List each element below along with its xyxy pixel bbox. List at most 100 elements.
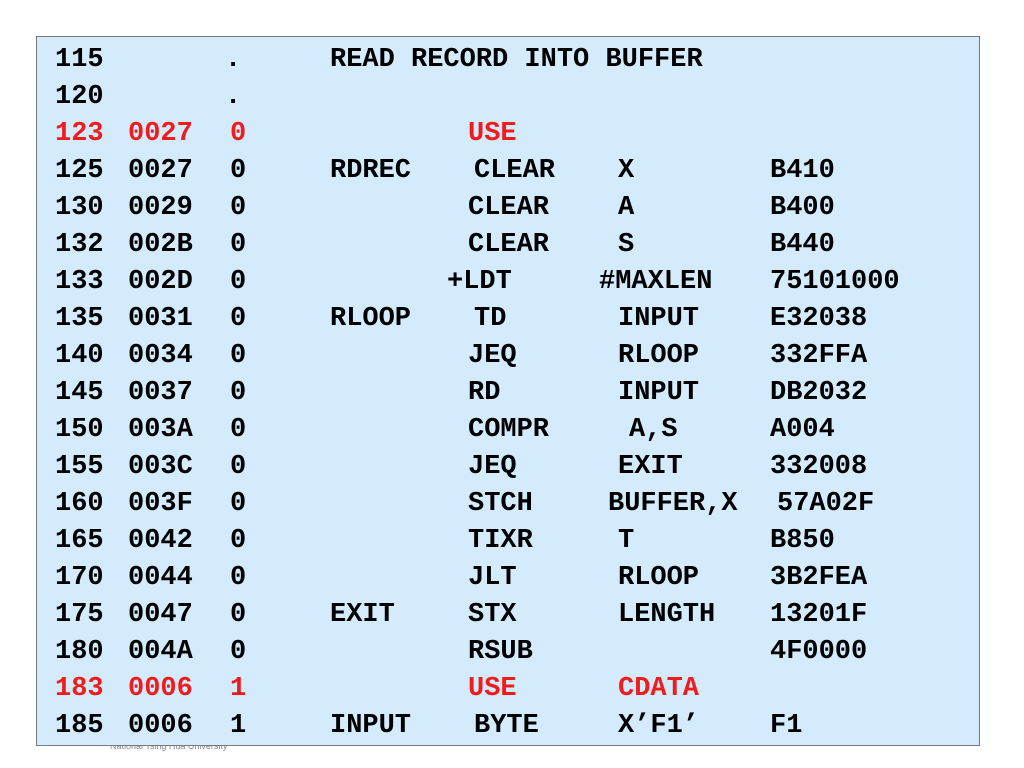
- location-counter: 003C: [128, 452, 193, 482]
- location-counter: 002D: [128, 267, 193, 297]
- comment-marker: .: [225, 82, 242, 112]
- block-number: 1: [230, 711, 247, 741]
- listing-line-133: 133 002D 0 +LDT #MAXLEN 75101000: [37, 266, 979, 298]
- object-code: A004: [770, 415, 835, 445]
- listing-line-145: 145 0037 0 RD INPUT DB2032: [37, 377, 979, 409]
- opcode: TD: [474, 304, 507, 334]
- operand: #MAXLEN: [599, 267, 713, 297]
- opcode: JLT: [468, 563, 517, 593]
- opcode: JEQ: [468, 341, 517, 371]
- location-counter: 0037: [128, 378, 193, 408]
- block-number: 0: [230, 452, 247, 482]
- listing-line-150: 150 003A 0 COMPR A,S A004: [37, 414, 979, 446]
- listing-line-183: 183 0006 1 USE CDATA: [37, 673, 979, 705]
- assembly-listing-panel: 115 . READ RECORD INTO BUFFER 120 . 123 …: [36, 36, 980, 746]
- operand: S: [618, 230, 635, 260]
- label: RDREC: [330, 156, 412, 186]
- listing-line-135: 135 0031 0 RLOOP TD INPUT E32038: [37, 303, 979, 335]
- location-counter: 004A: [128, 637, 193, 667]
- comment-text: READ RECORD INTO BUFFER: [330, 45, 703, 75]
- label: RLOOP: [330, 304, 412, 334]
- block-number: 0: [230, 489, 247, 519]
- operand: RLOOP: [618, 341, 700, 371]
- line-number: 175: [55, 600, 104, 630]
- listing-line-165: 165 0042 0 TIXR T B850: [37, 525, 979, 557]
- location-counter: 003F: [128, 489, 193, 519]
- block-number: 0: [230, 526, 247, 556]
- location-counter: 0027: [128, 156, 193, 186]
- location-counter: 0047: [128, 600, 193, 630]
- line-number: 140: [55, 341, 104, 371]
- location-counter: 0042: [128, 526, 193, 556]
- block-number: 0: [230, 156, 247, 186]
- listing-line-130: 130 0029 0 CLEAR A B400: [37, 192, 979, 224]
- block-number: 0: [230, 637, 247, 667]
- block-number: 0: [230, 193, 247, 223]
- object-code: B410: [770, 156, 835, 186]
- block-number: 0: [230, 267, 247, 297]
- object-code: B440: [770, 230, 835, 260]
- operand: A: [618, 193, 635, 223]
- listing-line-123: 123 0027 0 USE: [37, 118, 979, 150]
- label: INPUT: [330, 711, 412, 741]
- operand: RLOOP: [618, 563, 700, 593]
- opcode: CLEAR: [468, 193, 550, 223]
- location-counter: 0031: [128, 304, 193, 334]
- operand: X’F1’: [618, 711, 700, 741]
- operand: INPUT: [618, 378, 700, 408]
- line-number: 130: [55, 193, 104, 223]
- line-number: 180: [55, 637, 104, 667]
- block-number: 0: [230, 119, 247, 149]
- object-code: 332008: [770, 452, 868, 482]
- location-counter: 0029: [128, 193, 193, 223]
- line-number: 135: [55, 304, 104, 334]
- opcode: RD: [468, 378, 501, 408]
- location-counter: 0006: [128, 711, 193, 741]
- operand: T: [618, 526, 635, 556]
- object-code: DB2032: [770, 378, 868, 408]
- block-number: 1: [230, 674, 247, 704]
- block-number: 0: [230, 415, 247, 445]
- listing-line-140: 140 0034 0 JEQ RLOOP 332FFA: [37, 340, 979, 372]
- operand: A,S: [629, 415, 678, 445]
- listing-line-132: 132 002B 0 CLEAR S B440: [37, 229, 979, 261]
- block-number: 0: [230, 341, 247, 371]
- operand: CDATA: [618, 674, 700, 704]
- location-counter: 0027: [128, 119, 193, 149]
- object-code: 57A02F: [777, 489, 875, 519]
- opcode: RSUB: [468, 637, 533, 667]
- line-number: 160: [55, 489, 104, 519]
- line-number: 123: [55, 119, 104, 149]
- object-code: 332FFA: [770, 341, 868, 371]
- operand: EXIT: [618, 452, 683, 482]
- listing-line-185: 185 0006 1 INPUT BYTE X’F1’ F1: [37, 710, 979, 742]
- line-number: 150: [55, 415, 104, 445]
- line-number: 185: [55, 711, 104, 741]
- listing-line-160: 160 003F 0 STCH BUFFER,X 57A02F: [37, 488, 979, 520]
- location-counter: 002B: [128, 230, 193, 260]
- block-number: 0: [230, 304, 247, 334]
- opcode: COMPR: [468, 415, 550, 445]
- object-code: 75101000: [770, 267, 900, 297]
- listing-line-180: 180 004A 0 RSUB 4F0000: [37, 636, 979, 668]
- location-counter: 0044: [128, 563, 193, 593]
- location-counter: 003A: [128, 415, 193, 445]
- line-number: 133: [55, 267, 104, 297]
- object-code: E32038: [770, 304, 868, 334]
- line-number: 145: [55, 378, 104, 408]
- opcode: CLEAR: [474, 156, 556, 186]
- listing-line-115: 115 . READ RECORD INTO BUFFER: [37, 44, 979, 76]
- object-code: B400: [770, 193, 835, 223]
- opcode: BYTE: [474, 711, 539, 741]
- line-number: 115: [55, 45, 104, 75]
- operand: BUFFER,X: [608, 489, 738, 519]
- location-counter: 0006: [128, 674, 193, 704]
- opcode: USE: [468, 119, 517, 149]
- object-code: B850: [770, 526, 835, 556]
- listing-line-155: 155 003C 0 JEQ EXIT 332008: [37, 451, 979, 483]
- opcode: +LDT: [447, 267, 512, 297]
- listing-line-125: 125 0027 0 RDREC CLEAR X B410: [37, 155, 979, 187]
- location-counter: 0034: [128, 341, 193, 371]
- line-number: 165: [55, 526, 104, 556]
- university-footer-text: National Tsing Hua University: [110, 741, 228, 751]
